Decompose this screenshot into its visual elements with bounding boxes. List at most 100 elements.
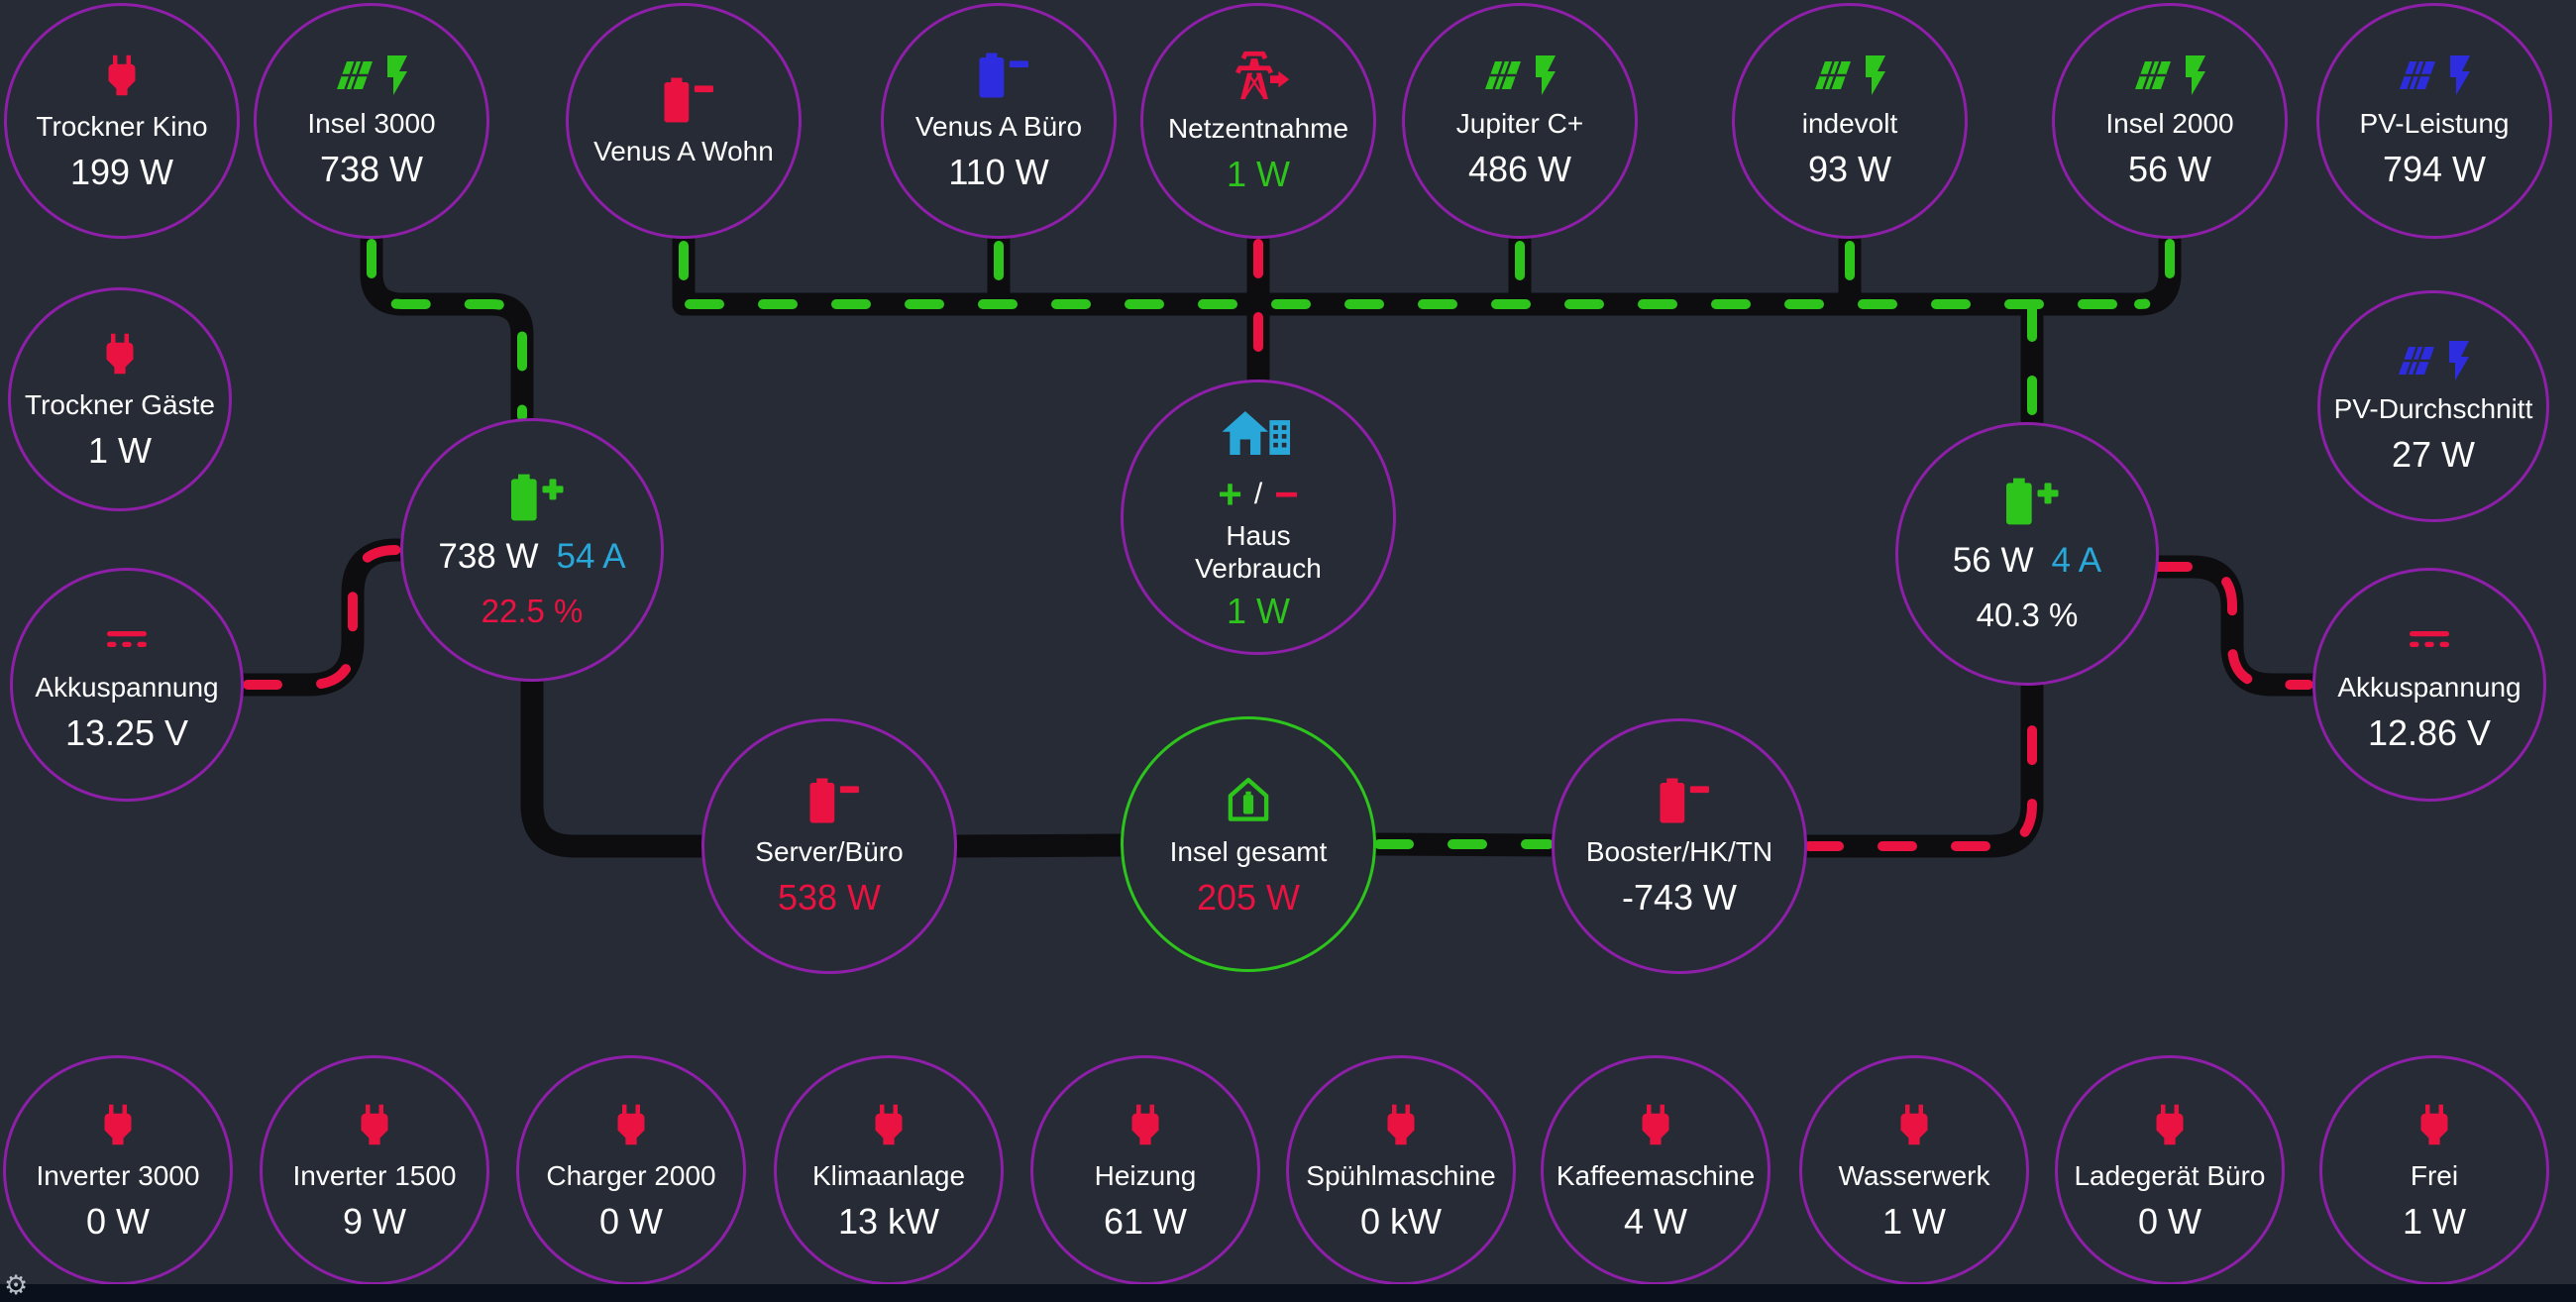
node-value: 199 W <box>69 151 174 192</box>
node-klimaanlage[interactable]: Klimaanlage 13 kW <box>774 1055 1004 1285</box>
node-spuehlmaschine[interactable]: Spühlmaschine 0 kW <box>1286 1055 1516 1285</box>
node-label: Netzentnahme <box>1167 113 1349 145</box>
home-city-icon <box>1220 402 1297 464</box>
node-venus-a-buero[interactable]: Venus A Büro 110 W <box>881 3 1117 239</box>
solar-flash-icon <box>1812 52 1887 99</box>
settings-gear-icon[interactable]: ⚙ <box>4 1270 29 1300</box>
node-label: Wasserwerk <box>1838 1160 1990 1192</box>
node-netzentnahme[interactable]: Netzentnahme 1 W <box>1140 3 1376 239</box>
node-value: 794 W <box>2382 148 2487 189</box>
node-value: 13.25 V <box>64 711 189 753</box>
node-value: 0 W <box>85 1200 150 1242</box>
node-label: PV-Leistung <box>2359 108 2510 140</box>
current-dc-icon <box>103 615 151 663</box>
node-label: Inverter 3000 <box>36 1160 200 1192</box>
battery-minus-icon <box>1647 774 1711 827</box>
node-label: Verbrauch <box>1195 553 1322 584</box>
node-pv-leistung[interactable]: PV-Leistung 794 W <box>2316 3 2552 239</box>
node-jupiter-c-plus[interactable]: Jupiter C+486 W <box>1402 3 1638 239</box>
flow-battery-left-to-server <box>520 664 715 858</box>
node-label: Akkuspannung <box>35 672 219 704</box>
node-value: 1 W <box>1226 153 1290 194</box>
node-value: 12.86 V <box>2367 711 2492 753</box>
node-label: Spühlmaschine <box>1306 1160 1496 1192</box>
battery-percent-value: 22.5 % <box>481 593 584 629</box>
node-insel-2000[interactable]: Insel 2000 56 W <box>2052 3 2288 239</box>
node-value: 13 kW <box>837 1200 940 1242</box>
power-plug-icon <box>2408 1098 2461 1151</box>
node-label: Venus A Wohn <box>593 136 774 167</box>
flow-server-to-inselgesamt <box>943 833 1134 858</box>
node-value: -743 W <box>1621 876 1738 918</box>
node-inverter-3000[interactable]: Inverter 3000 0 W <box>3 1055 233 1285</box>
node-booster-hk-tn[interactable]: Booster/HK/TN-743 W <box>1552 718 1807 974</box>
node-venus-a-wohn[interactable]: Venus A Wohn <box>566 3 802 239</box>
node-value: 56 W <box>2127 148 2212 189</box>
node-value: 0 kW <box>1359 1200 1442 1242</box>
battery-percent-value: 40.3 % <box>1976 597 2079 633</box>
node-akkuspannung-rechts[interactable]: Akkuspannung 12.86 V <box>2312 568 2546 802</box>
home-battery-icon <box>1220 770 1277 827</box>
node-label: Ladegerät Büro <box>2074 1160 2266 1192</box>
node-value: 1 W <box>1881 1200 1946 1242</box>
solar-flash-icon <box>2132 52 2207 99</box>
solar-flash-icon <box>334 52 409 99</box>
node-label: Insel 2000 <box>2105 108 2234 140</box>
node-label: Haus <box>1226 519 1291 551</box>
power-plug-icon <box>93 327 147 380</box>
node-insel-3000[interactable]: Insel 3000 738 W <box>254 3 489 239</box>
node-value: 486 W <box>1467 148 1572 189</box>
flow-dashes-red <box>243 239 2313 851</box>
node-label: Klimaanlage <box>811 1160 966 1192</box>
flow-dashes-green <box>367 239 2175 849</box>
battery-minus-icon <box>797 774 861 827</box>
node-value: 1 W <box>87 429 152 471</box>
node-label: Kaffeemaschine <box>1556 1160 1756 1192</box>
flow-battery-right-to-akku <box>2143 555 2324 697</box>
node-value: 738 W <box>319 148 424 189</box>
transmission-tower-icon <box>1226 47 1291 104</box>
slash-sign: / <box>1253 477 1263 510</box>
battery-minus-icon <box>651 73 715 127</box>
node-label: Venus A Büro <box>914 111 1083 143</box>
node-label: Heizung <box>1094 1160 1197 1192</box>
battery-current-value: 54 A <box>556 537 626 576</box>
node-value: 0 W <box>598 1200 663 1242</box>
node-value: 1 W <box>1226 591 1290 632</box>
current-dc-icon <box>2406 615 2453 663</box>
node-label: Frei <box>2410 1160 2459 1192</box>
node-label: Akkuspannung <box>2337 672 2522 704</box>
node-frei[interactable]: Frei 1 W <box>2319 1055 2549 1285</box>
flow-insel3000-to-battery-left <box>360 227 534 432</box>
power-plug-icon <box>1119 1098 1172 1151</box>
node-label: Insel gesamt <box>1169 836 1328 868</box>
node-wasserwerk[interactable]: Wasserwerk 1 W <box>1799 1055 2029 1285</box>
node-akkuspannung-links[interactable]: Akkuspannung 13.25 V <box>10 568 244 802</box>
power-plug-icon <box>1629 1098 1682 1151</box>
battery-current-value: 4 A <box>2051 541 2102 580</box>
node-value: 27 W <box>2391 433 2476 475</box>
node-value: 538 W <box>777 876 882 918</box>
node-label: Insel 3000 <box>307 108 436 140</box>
node-value: 1 W <box>2402 1200 2466 1242</box>
node-pv-durchschnitt[interactable]: PV-Durchschnitt 27 W <box>2317 290 2549 522</box>
node-value: 110 W <box>948 151 1049 192</box>
node-label: PV-Durchschnitt <box>2333 393 2533 425</box>
